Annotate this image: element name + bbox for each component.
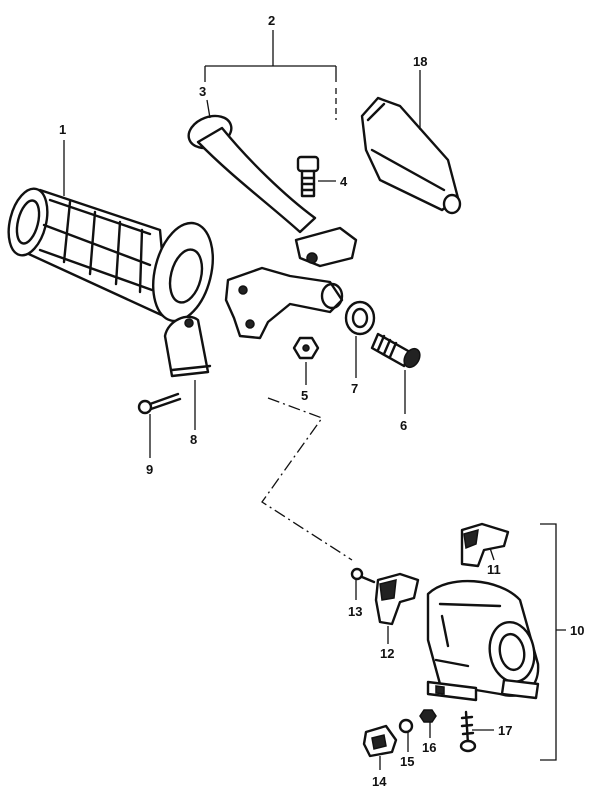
- assembly-axis: [261, 397, 353, 561]
- part-18-dust-boot: [360, 96, 462, 215]
- part-11-switch-button: [460, 522, 510, 568]
- part-8-clamp: [163, 315, 212, 378]
- callout-9: 9: [146, 462, 153, 477]
- part-17-screw: [459, 710, 477, 753]
- part-12-switch-knob: [374, 572, 420, 626]
- callout-6: 6: [400, 418, 407, 433]
- part-7-washer: [344, 300, 376, 336]
- part-13-small-screw: [350, 567, 376, 584]
- callout-5: 5: [301, 388, 308, 403]
- part-2-lever-holder: [224, 266, 344, 340]
- part-1-grip: [7, 187, 214, 323]
- callout-15: 15: [400, 754, 414, 769]
- callout-13: 13: [348, 604, 362, 619]
- callout-16: 16: [422, 740, 436, 755]
- part-10-switch-housing: [426, 579, 540, 702]
- part-15-washer: [398, 718, 414, 734]
- part-4-pivot-bolt: [296, 155, 320, 198]
- callout-1: 1: [59, 122, 66, 137]
- callout-17: 17: [498, 723, 512, 738]
- part-6-adjuster-bolt: [370, 332, 421, 369]
- part-14-cable-block: [362, 724, 398, 758]
- callout-11: 11: [487, 562, 501, 577]
- leader-lines: [63, 30, 566, 770]
- callout-2: 2: [268, 13, 275, 28]
- callout-18: 18: [413, 54, 427, 69]
- callout-4: 4: [340, 174, 348, 189]
- part-9-clamp-screw: [137, 392, 182, 415]
- callout-3: 3: [199, 84, 206, 99]
- callout-10: 10: [570, 623, 584, 638]
- callout-7: 7: [351, 381, 358, 396]
- callout-14: 14: [372, 774, 387, 789]
- callout-8: 8: [190, 432, 197, 447]
- part-16-nut: [419, 709, 437, 723]
- callout-labels: 1 2 3 4 5 6 7 8 9 10 11 12 13 14 15 16 1…: [59, 13, 584, 789]
- callout-12: 12: [380, 646, 394, 661]
- part-5-nut: [292, 336, 320, 360]
- part-3-lever: [187, 114, 358, 268]
